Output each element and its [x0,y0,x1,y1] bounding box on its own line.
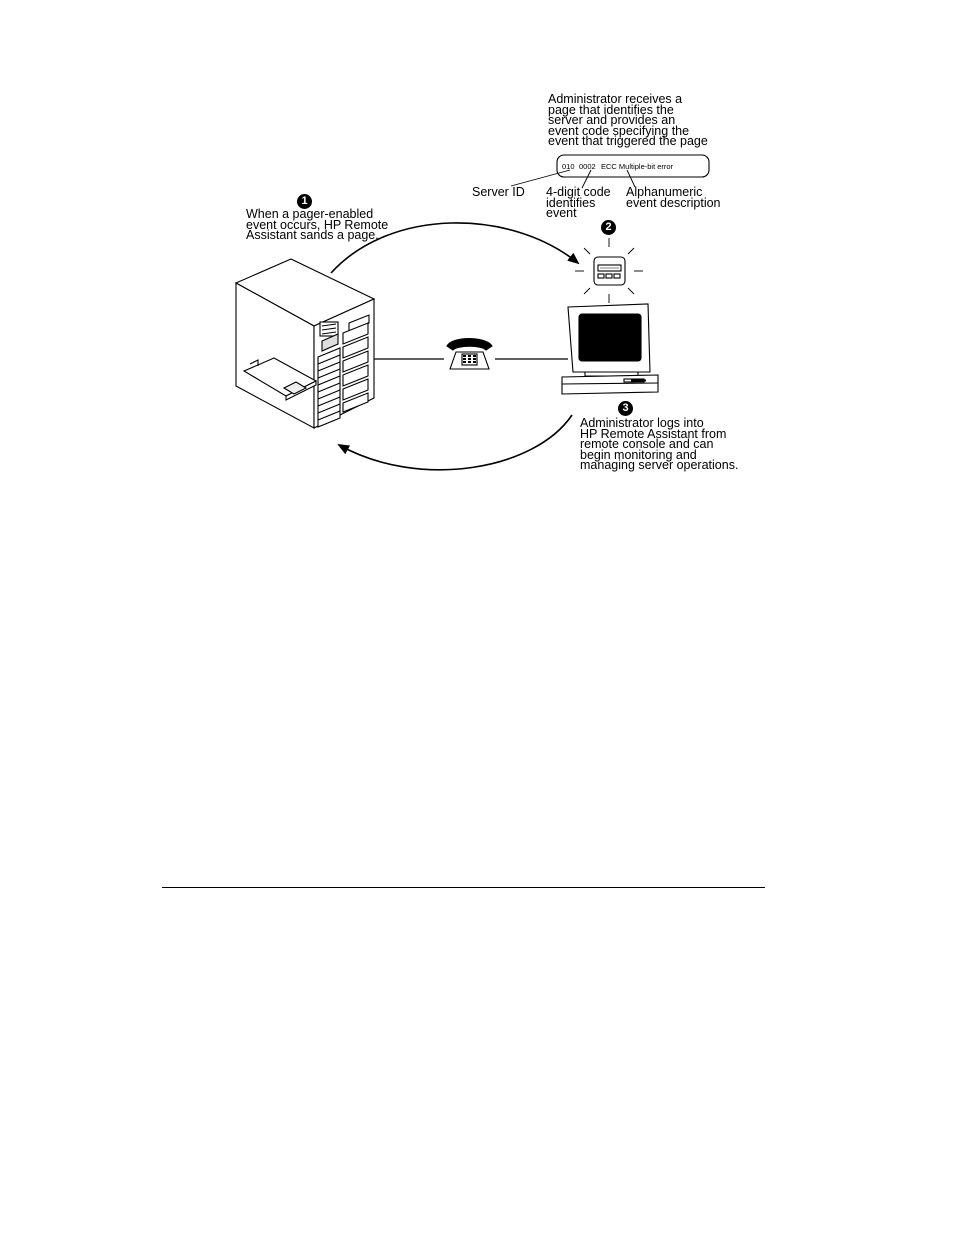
server-id-callout: Server ID [472,185,525,199]
remote-login-arrow [337,414,573,471]
step-3-badge: 3 [618,401,633,416]
pager-icon [593,256,626,286]
step-2-badge: 2 [601,220,616,235]
event-code-callout: 4-digit code identifies event [546,185,611,221]
section-divider [162,887,765,888]
step-3-text: Administrator logs into HP Remote Assist… [580,416,739,473]
pager-alert-rays [575,238,643,303]
telephone-icon [446,337,493,370]
step-1-text: When a pager-enabled event occurs, HP Re… [246,207,389,243]
server-id-leader [510,169,571,187]
description-leader [626,169,636,188]
pager-event-description: ECC Multiple-bit error [601,162,674,171]
code-leader [581,169,592,189]
server-tower-icon [234,258,376,429]
pager-message-box [556,154,710,178]
step-1-badge: 1 [297,194,312,209]
event-description-callout: Alphanumeric event description [626,185,721,210]
admin-receives-text: Administrator receives a page that ident… [548,92,708,149]
pager-event-code: 0002 [579,162,596,171]
pager-server-id: 010 [562,162,575,171]
computer-monitor-icon [561,303,659,395]
page-sent-arrow [330,222,580,274]
